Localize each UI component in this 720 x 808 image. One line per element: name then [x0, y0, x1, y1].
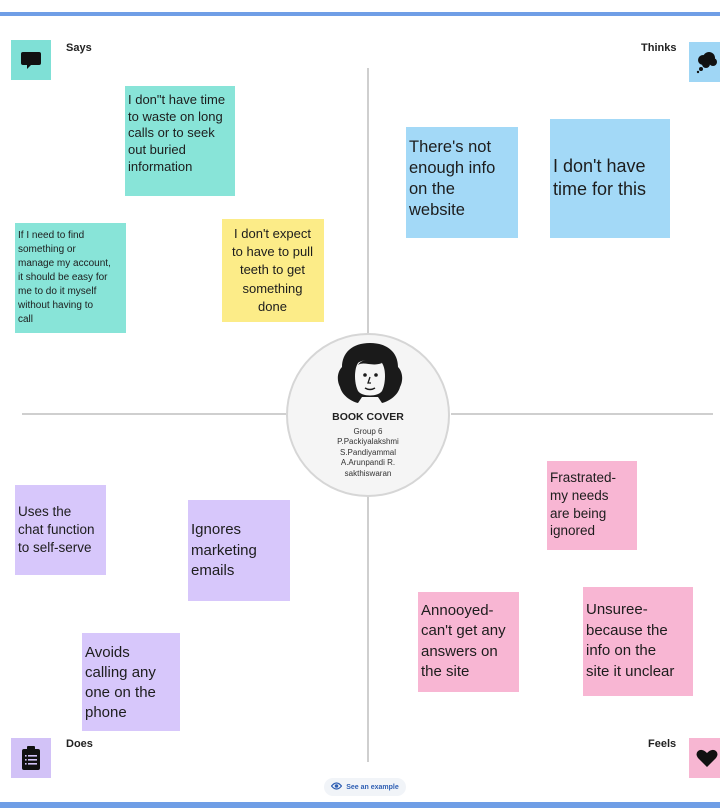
- note-line: my needs: [550, 487, 609, 503]
- sticky-note[interactable]: I don't expect to have to pull teeth to …: [222, 219, 324, 322]
- note-line: calling any: [85, 663, 156, 681]
- sticky-note[interactable]: There's not enough info on the website: [406, 127, 518, 238]
- note-line: enough info: [409, 159, 496, 178]
- note-line: on the: [409, 180, 455, 199]
- note-line: one on the: [85, 683, 156, 701]
- note-line: Unsuree-: [586, 601, 648, 618]
- persona-line: P.Packiyalakshmi: [337, 437, 399, 447]
- persona-circle: BOOK COVER Group 6 P.Packiyalakshmi S.Pa…: [286, 333, 450, 497]
- note-line: phone: [85, 703, 127, 721]
- note-line: I don't expect: [234, 226, 311, 241]
- note-line: teeth to get: [239, 262, 306, 278]
- note-line: something or: [18, 244, 76, 255]
- note-line: something: [242, 280, 303, 296]
- note-line: ignored: [550, 523, 596, 539]
- note-line: Uses the: [18, 504, 72, 519]
- note-line: marketing: [191, 541, 257, 559]
- heart-icon: [689, 738, 720, 778]
- bottom-frame-border: [0, 802, 720, 808]
- note-line: the site: [421, 662, 470, 680]
- horizontal-axis-left: [22, 413, 286, 415]
- note-line: because the: [586, 621, 668, 639]
- thinks-label: Thinks: [641, 42, 677, 54]
- note-line: information: [128, 158, 193, 174]
- note-line: time for this: [553, 179, 647, 200]
- sticky-note[interactable]: I don"t have time to waste on long calls…: [125, 86, 235, 196]
- top-frame-border: [0, 12, 720, 16]
- note-line: website: [409, 201, 465, 220]
- note-line: site it unclear: [586, 663, 675, 681]
- note-line: it should be easy for: [18, 272, 108, 283]
- does-label: Does: [66, 738, 93, 750]
- note-line: Annooyed-: [421, 602, 494, 619]
- sticky-note[interactable]: Unsuree- because the info on the site it…: [583, 587, 693, 696]
- note-line: Ignores: [191, 521, 242, 538]
- note-line: chat function: [18, 521, 95, 537]
- note-line: me to do it myself: [18, 286, 97, 297]
- note-line: emails: [191, 562, 235, 580]
- sticky-note[interactable]: Frastrated- my needs are being ignored: [547, 461, 637, 550]
- persona-line: A.Arunpandi R.: [340, 458, 396, 468]
- says-label: Says: [66, 42, 92, 54]
- persona-details: Group 6 P.Packiyalakshmi S.Pandiyammal A…: [288, 427, 448, 479]
- vertical-axis-top: [367, 68, 369, 334]
- horizontal-axis-right: [451, 413, 713, 415]
- note-line: I don't have: [553, 156, 646, 176]
- sticky-note[interactable]: Avoids calling any one on the phone: [82, 633, 180, 731]
- note-line: Frastrated-: [550, 470, 617, 485]
- note-line: to waste on long: [128, 108, 223, 124]
- see-example-label: See an example: [346, 783, 399, 791]
- note-line: info on the: [586, 642, 657, 660]
- vertical-axis-bottom: [367, 496, 369, 762]
- note-line: can't get any: [421, 622, 506, 640]
- feels-label: Feels: [648, 738, 677, 750]
- note-line: out buried: [128, 141, 186, 157]
- note-line: are being: [550, 505, 607, 521]
- eye-icon: [330, 782, 343, 792]
- note-line: to self-serve: [18, 539, 92, 555]
- note-line: Avoids: [85, 644, 130, 661]
- note-line: calls or to seek: [128, 125, 215, 141]
- note-line: There's not: [409, 138, 492, 156]
- sticky-note[interactable]: I don't have time for this: [550, 119, 670, 238]
- note-line: answers on: [421, 642, 498, 660]
- thought-cloud-icon: [689, 42, 720, 82]
- sticky-note[interactable]: Ignores marketing emails: [188, 500, 290, 601]
- sticky-note[interactable]: Annooyed- can't get any answers on the s…: [418, 592, 519, 692]
- note-line: manage my account,: [18, 258, 111, 269]
- speech-bubble-icon: [11, 40, 51, 80]
- note-line: If I need to find: [18, 230, 85, 241]
- persona-line: S.Pandiyammal: [339, 447, 397, 457]
- note-line: without having to: [18, 300, 94, 311]
- persona-title: BOOK COVER: [332, 411, 404, 423]
- note-line: to have to pull: [232, 244, 313, 260]
- see-example-button[interactable]: See an example: [324, 778, 406, 796]
- note-line: done: [258, 298, 287, 314]
- sticky-note[interactable]: If I need to find something or manage my…: [15, 223, 126, 333]
- persona-line: Group 6: [353, 427, 383, 436]
- sticky-note[interactable]: Uses the chat function to self-serve: [15, 485, 106, 575]
- clipboard-icon: [11, 738, 51, 778]
- note-line: call: [18, 314, 34, 325]
- persona-avatar-icon: [332, 341, 408, 407]
- persona-line: sakthiswaran: [344, 468, 392, 478]
- note-line: I don"t have time: [128, 92, 226, 107]
